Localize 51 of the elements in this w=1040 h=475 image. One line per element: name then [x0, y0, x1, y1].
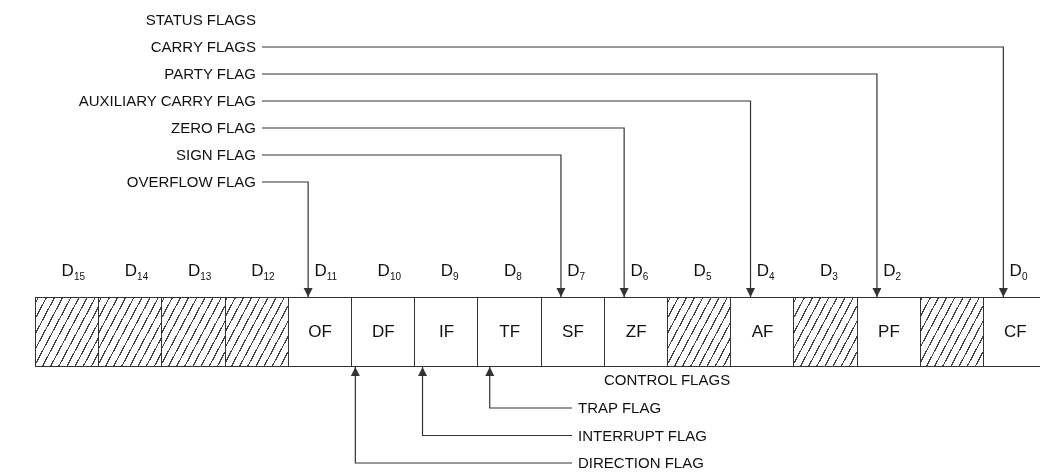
leader-arrow	[261, 73, 882, 298]
bit-number: D$_{3}$	[820, 261, 838, 283]
hatched-bit-cell	[161, 297, 227, 367]
bit-number: D$_{11}$	[314, 261, 338, 283]
hatched-bit-cell	[224, 297, 290, 367]
register-bit-cell: CF	[983, 297, 1040, 367]
register-bit-cell: IF	[414, 297, 479, 367]
flag-label: PARTY FLAG	[164, 65, 262, 83]
register-bit-cell: AF	[730, 297, 795, 367]
flag-label: OVERFLOW FLAG	[126, 173, 262, 191]
hatched-bit-cell	[98, 297, 163, 367]
register-bit-cell: DF	[351, 297, 416, 367]
register-bit-cell: PF	[856, 297, 922, 367]
register-bit-cell: SF	[540, 297, 606, 367]
leader-arrow	[261, 154, 566, 298]
leader-arrow	[350, 366, 573, 464]
bit-number: D$_{13}$	[188, 261, 212, 283]
bit-number: D$_{8}$	[504, 261, 522, 283]
flag-label: DIRECTION FLAG	[572, 454, 704, 472]
bit-number: D$_{15}$	[61, 261, 85, 283]
flag-label: SIGN FLAG	[175, 146, 262, 164]
bit-number: D$_{7}$	[567, 261, 586, 283]
leader-arrow	[261, 181, 313, 298]
flag-label: TRAP FLAG	[572, 399, 662, 417]
leader-arrow	[485, 366, 573, 409]
bit-number: D$_{5}$	[693, 261, 712, 283]
flag-label: INTERRUPT FLAG	[572, 426, 707, 445]
bit-number: D$_{12}$	[251, 261, 275, 283]
register-bit-cell: OF	[287, 297, 353, 367]
bit-number: D$_{0}$	[1009, 261, 1028, 283]
hatched-bit-cell	[667, 297, 732, 367]
flag-label: ZERO FLAG	[171, 119, 262, 137]
bit-number: D$_{4}$	[756, 261, 775, 283]
leader-arrow	[261, 127, 629, 298]
group-heading: CONTROL FLAGS	[603, 371, 731, 389]
register-bit-cell: ZF	[603, 297, 669, 367]
bit-number: D$_{10}$	[377, 261, 401, 283]
group-heading: STATUS FLAGS	[145, 11, 257, 29]
hatched-bit-cell	[919, 297, 985, 367]
register-bit-cell: TF	[477, 297, 543, 367]
leader-arrow	[261, 100, 756, 298]
bit-number: D$_{2}$	[883, 261, 902, 283]
flag-label: CARRY FLAGS	[150, 38, 262, 56]
bit-number: D$_{6}$	[630, 261, 649, 283]
hatched-bit-cell	[793, 297, 859, 367]
leader-arrow	[261, 46, 1008, 298]
hatched-bit-cell	[35, 297, 100, 367]
bit-number: D$_{14}$	[124, 261, 149, 283]
flag-label: AUXILIARY CARRY FLAG	[78, 92, 262, 110]
bit-number: D$_{9}$	[440, 261, 459, 283]
leader-arrow	[418, 366, 573, 437]
